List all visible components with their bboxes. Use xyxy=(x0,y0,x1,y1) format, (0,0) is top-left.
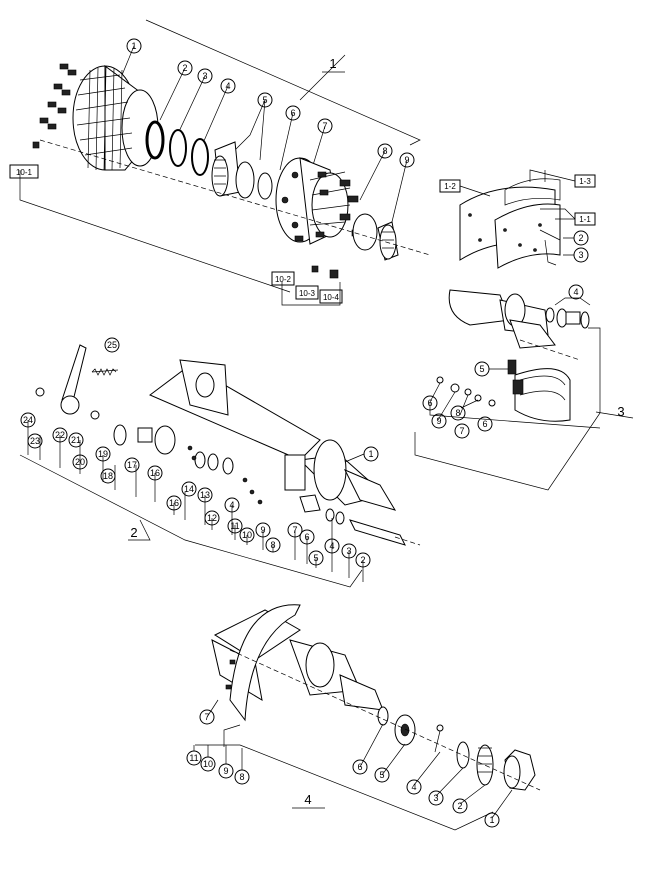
callout-g3-6b: 6 xyxy=(482,419,487,429)
callout-g2-1: 1 xyxy=(368,449,373,459)
wheel-bolts xyxy=(32,63,77,149)
callout-8: 8 xyxy=(382,146,387,156)
callout-g4-4: 4 xyxy=(411,782,416,792)
box-10-4: 10-4 xyxy=(323,293,340,302)
hub-bearing-4 xyxy=(476,744,494,786)
inner-bearing xyxy=(211,141,241,197)
o-ring-4 xyxy=(191,138,209,176)
callout-g2-22: 22 xyxy=(55,430,65,440)
callout-g2-5: 5 xyxy=(313,553,318,563)
washer-4 xyxy=(377,706,389,726)
callout-g2-13: 13 xyxy=(200,490,210,500)
brake-drum xyxy=(72,65,159,171)
callout-g2-10: 10 xyxy=(242,530,252,540)
callout-g4-7: 7 xyxy=(204,712,209,722)
callout-g2-18: 18 xyxy=(103,471,113,481)
callout-g2-21: 21 xyxy=(71,435,81,445)
callout-g2-12: 12 xyxy=(207,513,217,523)
callout-3: 3 xyxy=(202,71,207,81)
spacer-ring xyxy=(257,172,273,200)
oil-seal xyxy=(145,120,165,160)
callout-g2-14: 14 xyxy=(184,484,194,494)
brake-lining xyxy=(459,178,561,269)
callout-g3-4: 4 xyxy=(573,287,578,297)
group-4-spindle-assembly: 4 7 11 10 9 8 6 5 4 3 2 1 xyxy=(186,604,541,831)
group-label-1: 1 xyxy=(329,56,336,71)
camshaft-parts xyxy=(113,424,263,505)
callout-g2-16b: 16 xyxy=(169,498,179,508)
callout-g4-8: 8 xyxy=(239,772,244,782)
o-ring-3 xyxy=(169,129,187,167)
group-label-4: 4 xyxy=(304,792,311,807)
callout-g4-11: 11 xyxy=(189,753,198,763)
callout-g2-25: 25 xyxy=(107,340,117,350)
callout-5: 5 xyxy=(262,95,267,105)
callout-g2-23: 23 xyxy=(30,436,40,446)
axle-spindle-3 xyxy=(448,289,556,349)
box-1-2: 1-2 xyxy=(444,182,456,191)
cotter-pin xyxy=(434,724,444,753)
bearing-cup xyxy=(235,161,255,199)
group-label-2: 2 xyxy=(130,525,137,540)
callout-g2-6: 6 xyxy=(304,532,309,542)
callout-g2-11: 11 xyxy=(230,521,239,531)
callout-1: 1 xyxy=(131,41,136,51)
callout-g2-20: 20 xyxy=(75,457,85,467)
callout-g2-8: 8 xyxy=(270,540,275,550)
callout-g3-7: 7 xyxy=(459,426,464,436)
box-1-1: 1-1 xyxy=(579,215,591,224)
hub-cap-inner xyxy=(394,714,416,746)
callout-g4-6: 6 xyxy=(357,762,362,772)
group-label-3: 3 xyxy=(617,404,624,419)
callout-g2-7: 7 xyxy=(292,525,297,535)
callout-9: 9 xyxy=(404,155,409,165)
group-3-brake-shoe: 1-2 1-3 1-1 2 3 4 xyxy=(414,169,634,491)
group-2-axle-beam: 2 25 24 23 22 21 20 19 18 17 16 16 14 13… xyxy=(19,337,421,588)
hub-cap-outer xyxy=(503,749,536,791)
box-10-2: 10-2 xyxy=(275,275,292,284)
slack-adjuster xyxy=(35,344,119,420)
callout-g4-1: 1 xyxy=(489,815,494,825)
group-1-hub-assembly: 1 2 3 4 5 6 7 8 9 10-1 10-2 10-3 10-4 1 xyxy=(9,19,431,306)
callout-g3-6a: 6 xyxy=(427,398,432,408)
callout-6: 6 xyxy=(290,108,295,118)
callout-g2-4b: 4 xyxy=(329,541,334,551)
callout-g2-9: 9 xyxy=(260,525,265,535)
callout-g2-2: 2 xyxy=(360,555,365,565)
callout-g2-24: 24 xyxy=(23,415,33,425)
box-1-3: 1-3 xyxy=(579,177,591,186)
actuator-3 xyxy=(507,359,524,395)
callout-2: 2 xyxy=(182,63,187,73)
outer-bearing xyxy=(352,213,399,261)
callout-g4-9: 9 xyxy=(223,766,228,776)
callout-g3-2: 2 xyxy=(578,233,583,243)
axle-spindle-4 xyxy=(211,604,384,722)
brake-shoe-3 xyxy=(514,368,571,422)
callout-g2-3: 3 xyxy=(346,546,351,556)
callout-g3-5: 5 xyxy=(479,364,484,374)
box-10-3: 10-3 xyxy=(299,289,316,298)
callout-g2-17: 17 xyxy=(127,460,137,470)
box-10-1: 10-1 xyxy=(16,168,33,177)
callout-g4-10: 10 xyxy=(203,759,213,769)
callout-g4-2: 2 xyxy=(457,801,462,811)
callout-g3-8: 8 xyxy=(455,408,460,418)
callout-g2-19: 19 xyxy=(98,449,108,459)
callout-g4-5: 5 xyxy=(379,770,384,780)
bearing-set-3 xyxy=(545,307,590,329)
axle-beam xyxy=(149,359,397,511)
camshaft xyxy=(299,494,421,546)
callout-4: 4 xyxy=(225,81,230,91)
wheel-hub xyxy=(275,157,351,245)
callout-7: 7 xyxy=(322,121,327,131)
callout-g2-4a: 4 xyxy=(229,500,234,510)
callout-g3-3: 3 xyxy=(578,250,583,260)
callout-g3-9: 9 xyxy=(436,416,441,426)
callout-g2-16a: 16 xyxy=(150,468,160,478)
callout-g4-3: 3 xyxy=(433,793,438,803)
o-ring-g4 xyxy=(456,741,470,769)
